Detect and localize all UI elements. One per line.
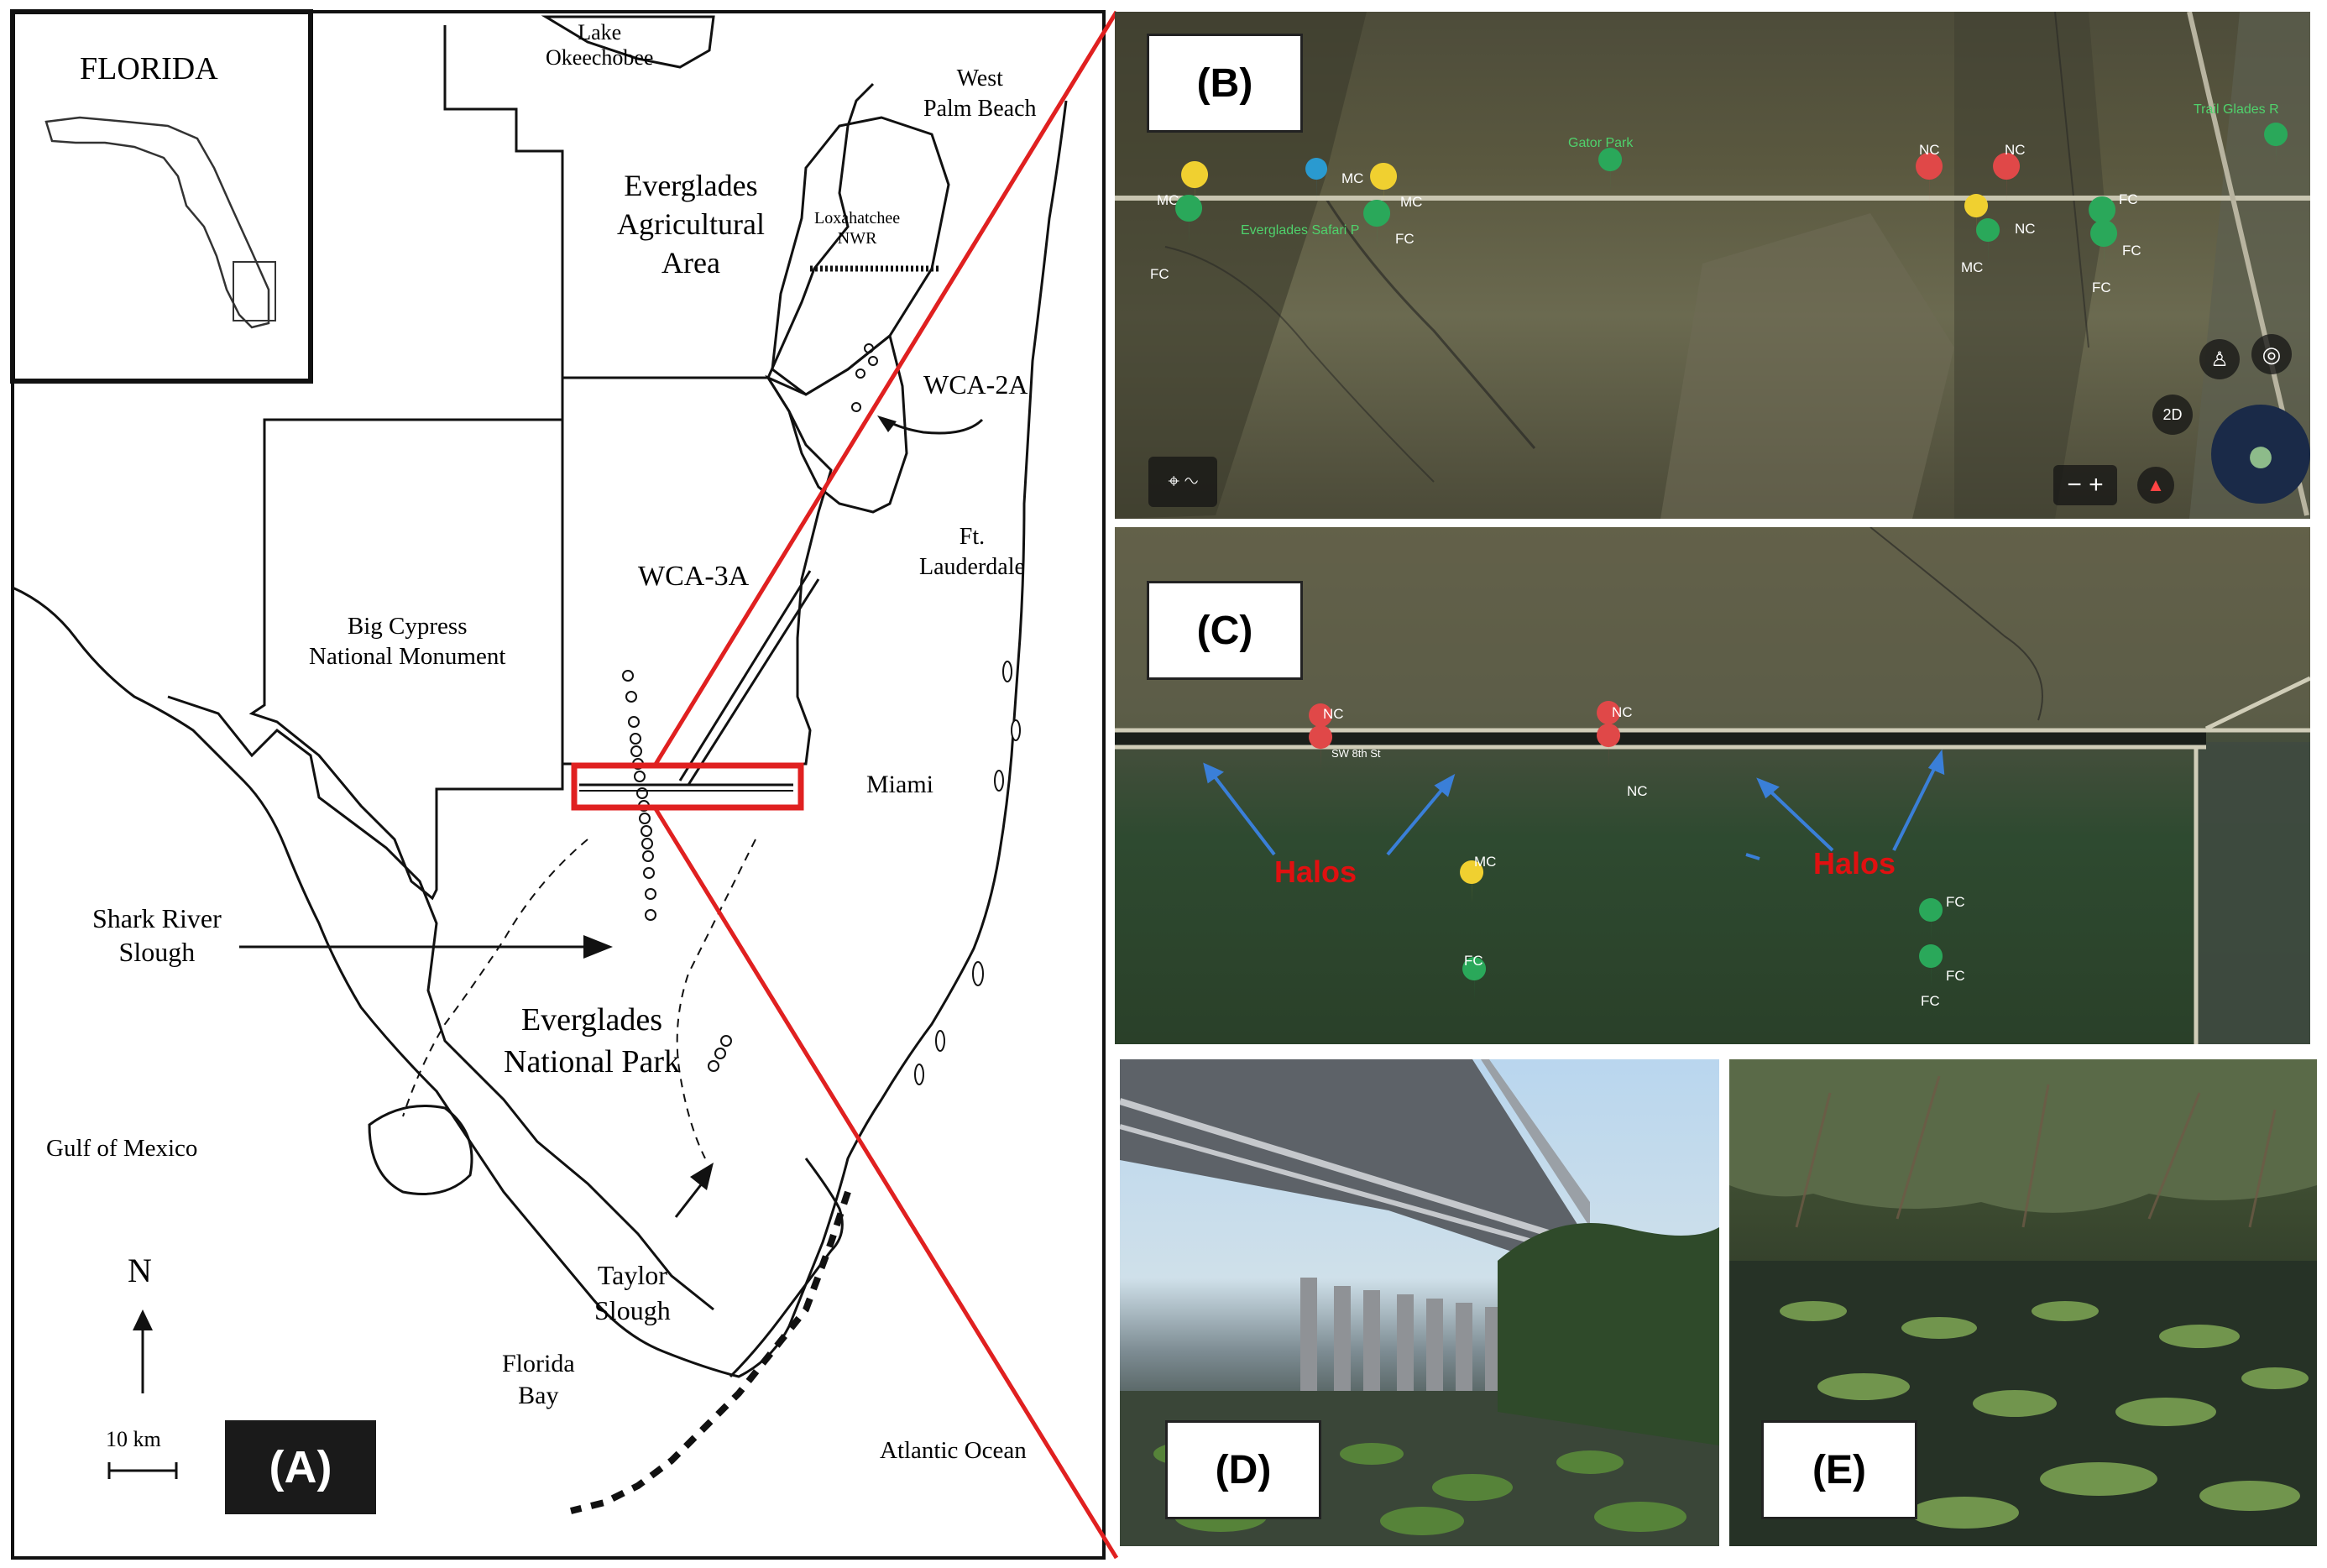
pin-b-1[interactable]: MC	[1157, 161, 1209, 213]
halos-label-right: Halos	[1813, 846, 1896, 881]
panel-a-map: FLORIDA Lake Okeechobee West Palm Beach …	[0, 0, 1116, 1568]
panel-d-label: (D)	[1165, 1420, 1321, 1519]
svg-text:NC: NC	[1627, 783, 1648, 799]
label-wca-2a: WCA-2A	[923, 369, 1028, 400]
svg-text:FC: FC	[1395, 231, 1415, 247]
pin-c-4[interactable]: FC	[1462, 953, 1487, 1001]
panel-b-terrain	[1115, 12, 2310, 519]
pin-b-8[interactable]: NC	[1964, 194, 2036, 240]
pin-c-5[interactable]: FC	[1919, 894, 1965, 943]
svg-text:MC: MC	[1157, 192, 1179, 208]
mode-2d-button[interactable]: 2D	[2152, 395, 2193, 435]
label-ft-lauderdale: Ft. Lauderdale	[919, 524, 1025, 580]
zoom-controls[interactable]: − +	[2053, 465, 2117, 505]
place-gator-park: Gator Park	[1568, 136, 1634, 150]
halo-arrows	[1203, 749, 1945, 860]
svg-text:MC: MC	[1961, 259, 1983, 275]
globe-icon[interactable]: ●	[2211, 405, 2310, 504]
panel-a-label: (A)	[225, 1420, 376, 1514]
pin-c-1[interactable]: NC	[1309, 703, 1344, 771]
svg-text:FC: FC	[2092, 280, 2111, 295]
panel-b-pins: MC FC MC MC FC NC NC NC MC FC FC	[1150, 123, 2288, 295]
panel-b-satellite: (B) Gator Park Everglades Safari P Trail…	[1115, 12, 2310, 519]
swamp-scene	[1729, 1059, 2317, 1546]
florida-inset	[10, 9, 313, 384]
scale-label: 10 km	[106, 1427, 161, 1451]
label-gulf: Gulf of Mexico	[46, 1135, 198, 1162]
halos-label-left: Halos	[1274, 855, 1357, 889]
panel-c-satellite: (C) SW 8th St NC NC NC MC FC FC FC FC Halo…	[1115, 527, 2310, 1044]
svg-text:NC: NC	[2005, 142, 2026, 158]
everglades-map	[10, 9, 1106, 1560]
southwest-coast	[167, 695, 714, 1311]
road-fc-label: FC	[2119, 191, 2138, 207]
label-wca-3a: WCA-3A	[638, 561, 750, 592]
florida-outline	[44, 116, 270, 329]
label-big-cypress: Big Cypress National Monument	[309, 613, 506, 670]
pin-gator-park[interactable]	[1598, 148, 1623, 193]
svg-text:MC: MC	[1400, 194, 1422, 210]
place-safari-park: Everglades Safari P	[1241, 223, 1360, 238]
svg-text:FC: FC	[1150, 266, 1169, 282]
place-trail-glades: Trail Glades R	[2194, 102, 2279, 117]
pin-b-11[interactable]: FC	[2090, 220, 2118, 295]
svg-text:FC: FC	[1946, 968, 1965, 984]
svg-text:FC: FC	[1464, 953, 1483, 969]
north-label: N	[128, 1252, 152, 1289]
label-loxahatchee: Loxahatchee NWR	[814, 209, 901, 248]
bridge-scene	[1120, 1059, 1719, 1546]
panel-c-terrain	[1115, 527, 2310, 1044]
svg-text:FC: FC	[1946, 894, 1965, 910]
label-miami: Miami	[866, 771, 933, 798]
pin-c-3[interactable]: MC	[1460, 854, 1496, 905]
pin-b-3[interactable]: MC	[1305, 158, 1363, 201]
pin-b-7[interactable]: NC	[1993, 142, 2026, 205]
label-florida-bay: Florida Bay	[502, 1350, 575, 1409]
label-west-palm-beach: West Palm Beach	[923, 65, 1037, 122]
svg-text:FC: FC	[2122, 243, 2141, 259]
svg-text:MC: MC	[1341, 170, 1363, 186]
location-icon[interactable]: ◎	[2251, 334, 2292, 374]
street-view-icon[interactable]: ♙	[2199, 339, 2240, 379]
pin-b-6[interactable]: NC	[1916, 142, 1943, 205]
pin-b-9[interactable]: MC	[1961, 218, 2000, 275]
svg-text:NC: NC	[1323, 706, 1344, 722]
pin-b-4[interactable]: MC	[1370, 163, 1422, 215]
map-tools-button[interactable]: ⌖ ∿	[1148, 457, 1217, 507]
pin-b-2[interactable]: FC	[1150, 195, 1203, 282]
big-cypress-boundary	[248, 418, 564, 901]
label-everglades-np: Everglades National Park	[504, 1002, 681, 1079]
label-atlantic: Atlantic Ocean	[880, 1437, 1027, 1464]
compass-icon[interactable]: ▲	[2137, 467, 2174, 504]
svg-text:NC: NC	[1919, 142, 1940, 158]
panel-e-photo: (E)	[1729, 1059, 2317, 1546]
label-taylor-slough: Taylor Slough	[594, 1260, 671, 1325]
svg-text:FC: FC	[1921, 993, 1940, 1009]
panel-b-label: (B)	[1147, 34, 1303, 133]
panel-c-label: (C)	[1147, 581, 1303, 680]
panel-e-label: (E)	[1761, 1420, 1917, 1519]
svg-text:MC: MC	[1474, 854, 1496, 870]
svg-text:NC: NC	[2015, 221, 2036, 237]
inset-study-box	[233, 261, 276, 321]
pin-c-6[interactable]: FC FC	[1919, 944, 1965, 1009]
inset-title: FLORIDA	[80, 51, 218, 86]
label-shark-river: Shark River Slough	[92, 903, 222, 967]
label-lake-okeechobee: Lake Okeechobee	[546, 20, 654, 70]
svg-text:NC: NC	[1612, 704, 1633, 720]
panel-d-photo: (D)	[1120, 1059, 1719, 1546]
road-label: SW 8th St	[1331, 747, 1381, 760]
pin-c-2[interactable]: NC NC	[1597, 701, 1648, 799]
pin-b-5[interactable]: FC	[1363, 200, 1415, 252]
label-eaa: Everglades Agricultural Area	[617, 169, 765, 280]
panel-c-pins: NC NC NC MC FC FC FC FC	[1203, 701, 1965, 1009]
pin-trail-glades[interactable]	[2264, 123, 2288, 168]
